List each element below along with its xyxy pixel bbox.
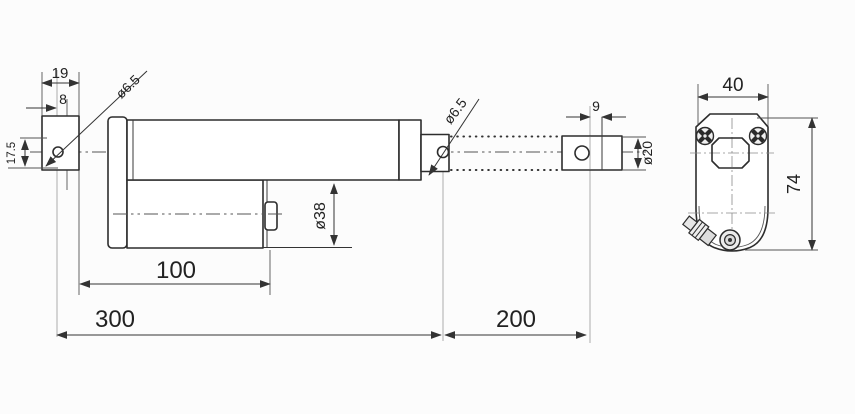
rear-mount-hole — [52, 146, 64, 158]
screw-top-left — [695, 126, 715, 146]
outer-tube — [126, 119, 400, 181]
screw-bottom — [719, 229, 741, 251]
rear-mount-tab — [41, 115, 80, 171]
rod-end-hole — [574, 145, 590, 161]
dim-rear-tab-height: 17.5 — [6, 142, 18, 164]
dim-rear-tab-width: 19 — [52, 65, 69, 82]
motor-end-connector — [264, 201, 278, 231]
dim-rear-tab-thickness: 8 — [59, 91, 67, 107]
rod-passage-octagon — [711, 137, 750, 169]
leader-rear-hole — [45, 70, 148, 167]
end-view: 40 74 — [681, 75, 818, 252]
side-view: 17.5 19 8 ø6.5 ø6.5 ø38 — [6, 65, 655, 343]
dim-stroke-length: 200 — [496, 306, 536, 333]
rod-end-eye — [561, 135, 623, 171]
leader-front-hole — [428, 98, 480, 176]
front-cap — [398, 119, 422, 181]
dim-retracted-length: 300 — [95, 306, 135, 333]
screw-top-right — [748, 126, 768, 146]
cable-gland — [681, 215, 718, 247]
dim-rod-end-dia: ø20 — [639, 141, 655, 165]
dim-front-hole-dia: ø6.5 — [440, 95, 470, 127]
dim-rear-hole-dia: ø6.5 — [113, 72, 143, 102]
dim-end-body-height: 74 — [784, 174, 804, 194]
dim-rod-end-hole-offset: 9 — [592, 98, 600, 114]
dim-motor-tube-dia: ø38 — [312, 202, 329, 230]
dim-end-body-width: 40 — [722, 75, 743, 96]
front-rod-hole — [436, 145, 450, 159]
rear-end-cap — [107, 116, 128, 249]
dim-motor-section-length: 100 — [156, 257, 196, 284]
